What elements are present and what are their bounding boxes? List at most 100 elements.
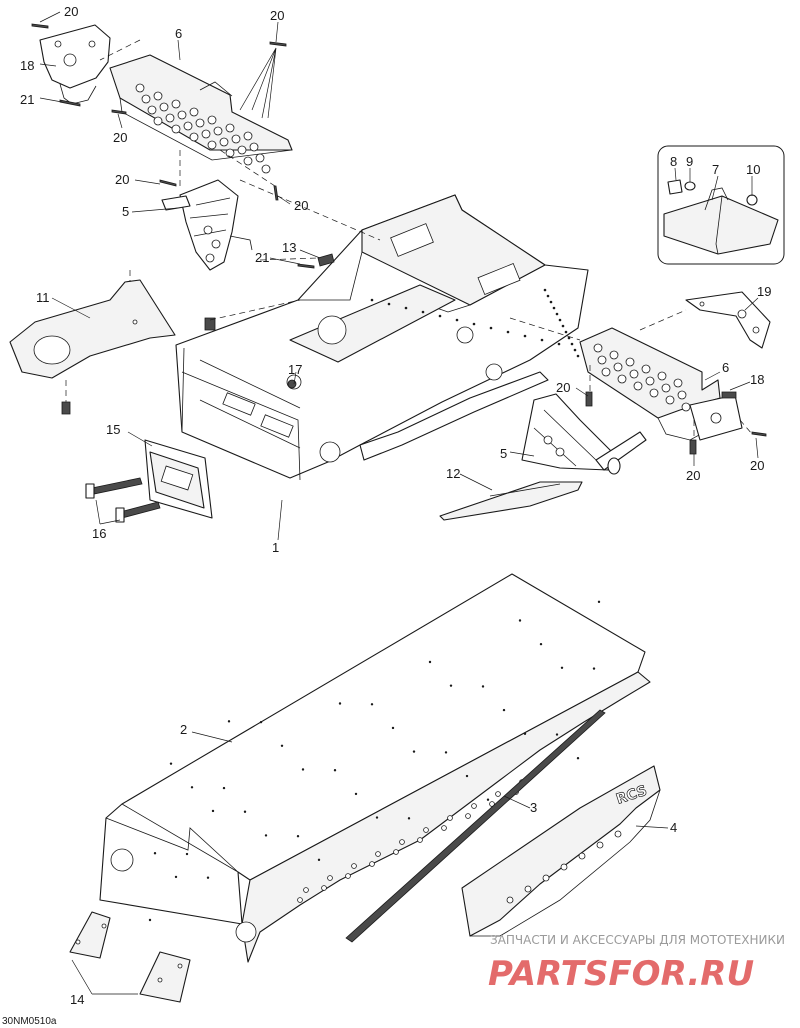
part-strip-3 xyxy=(345,709,606,943)
hole xyxy=(428,660,432,664)
hole xyxy=(399,839,405,845)
hole xyxy=(227,720,231,723)
hole xyxy=(506,330,510,334)
callout-5: 5 xyxy=(122,204,129,219)
hole xyxy=(423,827,429,833)
hole xyxy=(169,762,173,765)
hole xyxy=(174,875,178,879)
hole xyxy=(471,803,477,809)
callout-2: 2 xyxy=(180,722,187,737)
hole xyxy=(231,134,241,144)
hole xyxy=(564,330,568,334)
hole xyxy=(297,897,303,903)
part-tunnel xyxy=(99,573,651,963)
hole xyxy=(649,388,659,398)
hole xyxy=(183,121,193,131)
hole xyxy=(370,298,374,302)
hole xyxy=(370,703,374,706)
hole xyxy=(219,137,229,147)
callout-6: 6 xyxy=(175,26,182,41)
hole xyxy=(321,885,327,891)
hole xyxy=(225,148,235,158)
hole xyxy=(153,91,163,101)
hole xyxy=(375,816,379,819)
hole xyxy=(243,810,247,813)
hole xyxy=(261,164,271,174)
hole xyxy=(213,126,223,136)
fasteners xyxy=(31,23,767,455)
hole xyxy=(560,666,564,669)
hole xyxy=(211,809,215,813)
callout-20: 20 xyxy=(113,130,127,145)
callout-3: 3 xyxy=(530,800,537,815)
hole xyxy=(489,326,493,330)
hole xyxy=(393,849,399,855)
callout-18: 18 xyxy=(750,372,764,387)
hole xyxy=(135,83,145,93)
hole xyxy=(207,140,217,150)
hole xyxy=(404,306,408,310)
part-footrest-right xyxy=(579,291,771,441)
hole xyxy=(549,300,553,304)
hole xyxy=(465,774,469,778)
hole xyxy=(412,750,416,753)
hole xyxy=(561,324,565,328)
frame-rivets xyxy=(370,288,580,358)
hole xyxy=(354,792,358,796)
watermark-subtitle: ЗАПЧАСТИ И АКСЕССУАРЫ ДЛЯ МОТОТЕХНИКИ xyxy=(490,933,785,947)
hole xyxy=(486,798,490,801)
hole xyxy=(597,600,601,604)
hole xyxy=(375,851,381,857)
hole xyxy=(597,355,607,365)
hole xyxy=(148,918,152,922)
part-panel-11 xyxy=(9,279,176,379)
hole xyxy=(543,288,547,292)
hole xyxy=(555,312,559,316)
watermark-logo: PARTSFOR.RU xyxy=(488,954,754,994)
perforation-holes xyxy=(135,83,271,174)
callout-13: 13 xyxy=(282,240,296,255)
hole xyxy=(665,395,675,405)
hole xyxy=(280,744,284,747)
hole xyxy=(506,896,514,904)
hole xyxy=(243,131,253,141)
hole xyxy=(296,835,300,838)
hole xyxy=(555,733,559,736)
hole xyxy=(249,142,259,152)
hole xyxy=(613,362,623,372)
callout-20: 20 xyxy=(750,458,764,473)
hole xyxy=(189,132,199,142)
hole xyxy=(369,861,375,867)
hole xyxy=(614,830,622,838)
callout-21: 21 xyxy=(20,92,34,107)
hole xyxy=(576,757,580,760)
hole xyxy=(165,113,175,123)
callout-20: 20 xyxy=(64,4,78,19)
hole xyxy=(673,378,683,388)
hole xyxy=(195,118,205,128)
hole xyxy=(317,858,321,862)
part-footrest-left xyxy=(39,24,293,174)
hole xyxy=(657,371,667,381)
hole xyxy=(447,815,453,821)
hole xyxy=(189,107,199,117)
hole xyxy=(171,124,181,134)
part-15-16 xyxy=(85,439,213,523)
hole xyxy=(444,751,448,754)
callout-21: 21 xyxy=(255,250,269,265)
hole xyxy=(625,357,635,367)
hole xyxy=(237,145,247,155)
hole xyxy=(407,817,411,820)
callout-7: 7 xyxy=(712,162,719,177)
hole xyxy=(327,875,333,881)
rcs-holes xyxy=(506,830,622,904)
callout-19: 19 xyxy=(757,284,771,299)
callout-15: 15 xyxy=(106,422,120,437)
hole xyxy=(645,376,655,386)
hole xyxy=(201,129,211,139)
hole xyxy=(609,350,619,360)
alignment-lines xyxy=(65,39,753,440)
hole xyxy=(222,786,226,790)
hole xyxy=(177,110,187,120)
